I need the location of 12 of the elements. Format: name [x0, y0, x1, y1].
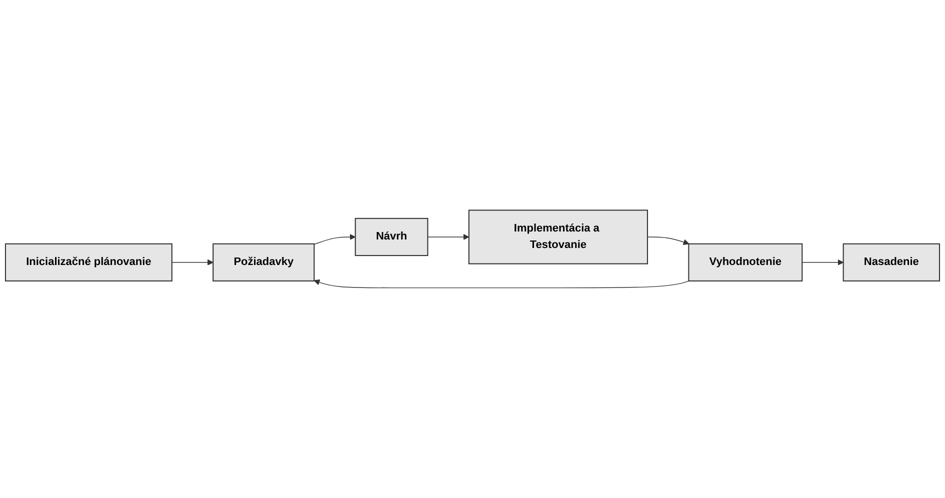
- arrow: [802, 259, 844, 266]
- node-box: Implementácia a Testovanie: [468, 210, 648, 264]
- node-box: Nasadenie: [842, 243, 940, 282]
- arrow: [172, 259, 214, 266]
- node-box: Vyhodnotenie: [688, 243, 803, 282]
- arrow: [314, 234, 356, 245]
- arrow: [427, 234, 470, 240]
- node-box: Požiadavky: [212, 243, 315, 282]
- node-box: Návrh: [354, 218, 428, 256]
- arrow: [647, 236, 690, 246]
- node-box: Inicializačné plánovanie: [4, 243, 172, 282]
- arrow: [314, 279, 690, 288]
